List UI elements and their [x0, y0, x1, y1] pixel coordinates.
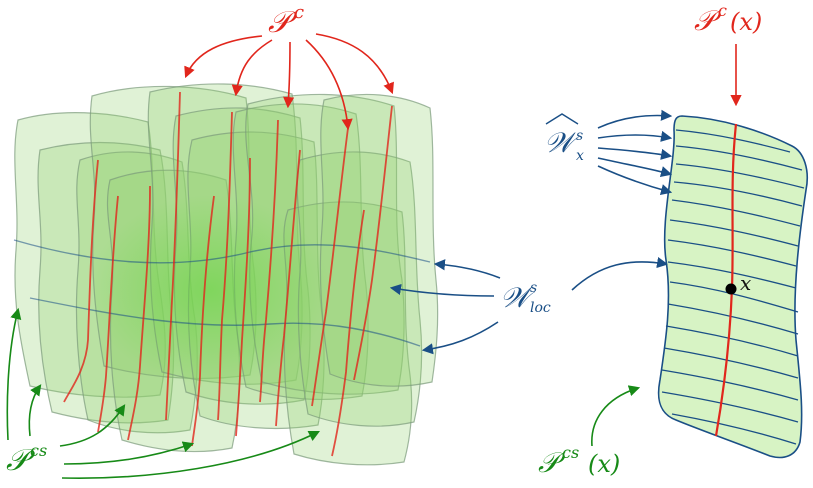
- red-arrow: [283, 41, 295, 109]
- green-arrow: [28, 384, 42, 437]
- stable-curve: [667, 239, 797, 267]
- fake-stable-arrows: [597, 109, 673, 196]
- center-curve: [191, 195, 215, 447]
- stable-curve: [667, 261, 797, 289]
- cs-leaf-superscript: cs: [562, 443, 579, 462]
- single-plaque: x: [657, 115, 808, 459]
- fake-stable-label: 𝒲 s x: [544, 113, 584, 164]
- blue-arrow: [389, 283, 495, 297]
- local-stable-arrows: [389, 257, 669, 355]
- cs-family-superscript: cs: [30, 441, 47, 460]
- center-curve: [165, 91, 181, 421]
- stable-curve: [675, 129, 791, 153]
- center-curve: [127, 185, 151, 441]
- stable-curve: [663, 347, 799, 379]
- fake-stable-curves: [661, 129, 805, 445]
- stable-curve: [675, 145, 803, 171]
- stable-curve: [673, 181, 803, 207]
- red-arrow: [184, 35, 263, 79]
- blue-arrow: [571, 257, 669, 291]
- red-arrow: [305, 39, 353, 131]
- center-curve: [275, 149, 301, 427]
- center-curve: [63, 159, 99, 403]
- blue-arrow: [597, 109, 673, 129]
- point-x-label: x: [740, 271, 751, 295]
- blue-arrow: [433, 259, 501, 279]
- red-arrow: [315, 33, 394, 95]
- center-curve: [235, 157, 251, 437]
- red-arrow: [231, 39, 273, 97]
- cs-leaf-label: 𝒫 cs (x): [538, 443, 620, 479]
- center-curve: [217, 111, 233, 421]
- green-arrow: [63, 441, 195, 465]
- local-stable-label: 𝒲 s loc: [500, 280, 551, 316]
- cs-family-label: 𝒫 cs: [6, 441, 47, 478]
- center-curves: [63, 91, 393, 457]
- center-family-arrows: [184, 33, 394, 131]
- center-family-label: 𝒫 c: [268, 2, 304, 40]
- fake-stable-superscript: s: [576, 128, 583, 144]
- stable-curve: [667, 303, 799, 335]
- point-x-marker: [725, 283, 737, 295]
- blue-arrow: [421, 321, 499, 355]
- local-stable-subscript: loc: [530, 300, 551, 316]
- local-stable-superscript: s: [530, 280, 537, 296]
- center-curve: [259, 119, 279, 403]
- stable-curve: [671, 413, 797, 445]
- blue-arrow: [597, 157, 673, 178]
- center-curve: [311, 127, 349, 407]
- cs-leaf-argument: (x): [588, 450, 620, 478]
- center-curve: [331, 209, 365, 457]
- stable-curve: [675, 163, 805, 189]
- stable-curve: [671, 199, 801, 227]
- blue-arrow: [597, 130, 673, 142]
- cs-leaf-arrow: [591, 385, 641, 447]
- center-leaf-superscript: c: [718, 1, 727, 20]
- green-arrow: [61, 430, 321, 479]
- green-arrow: [59, 404, 126, 447]
- plaque: [319, 93, 439, 387]
- hat-mark: [545, 113, 579, 125]
- stack-glow: [90, 195, 330, 385]
- stable-curve: [669, 281, 799, 313]
- center-curve: [353, 105, 393, 381]
- center-family-superscript: c: [294, 2, 304, 23]
- stable-curve: [661, 369, 799, 401]
- green-arrow: [6, 307, 22, 441]
- blue-arrow: [597, 147, 673, 160]
- center-leaf-label: 𝒫 c (x): [694, 1, 762, 37]
- stable-curve: [661, 391, 799, 423]
- stable-curve: [665, 325, 799, 357]
- fake-stable-subscript: x: [576, 148, 584, 164]
- cs-family-arrows: [6, 307, 321, 479]
- center-leaf-argument: (x): [730, 8, 762, 36]
- center-curve: [97, 195, 119, 433]
- blue-arrow: [597, 165, 673, 196]
- stable-curve: [669, 219, 799, 247]
- plaque-stack: [13, 83, 439, 466]
- stable-curve: [29, 297, 421, 347]
- fake-stable-symbol: 𝒲: [544, 126, 580, 159]
